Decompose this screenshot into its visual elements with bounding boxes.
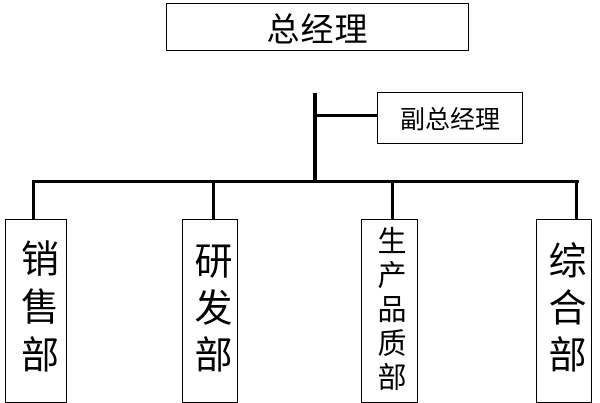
general-manager-label: 总经理	[266, 10, 369, 49]
connector-horizontal-bus	[32, 180, 579, 183]
connector-drop-sales	[32, 180, 35, 220]
general-department-label: 综合部	[542, 240, 586, 382]
production-quality-department-label: 生产品质部	[373, 226, 407, 396]
rd-department-box: 研发部	[182, 219, 238, 403]
production-quality-department-box: 生产品质部	[361, 219, 418, 403]
sales-department-label: 销售部	[14, 239, 59, 383]
rd-department-label: 研发部	[188, 240, 232, 382]
general-department-box: 综合部	[536, 219, 592, 403]
deputy-general-manager-label: 副总经理	[399, 105, 500, 134]
sales-department-box: 销售部	[5, 219, 67, 403]
connector-main-vertical	[313, 93, 317, 183]
general-manager-box: 总经理	[166, 3, 469, 51]
connector-deputy-branch	[313, 114, 377, 117]
connector-drop-production-quality	[391, 180, 394, 220]
connector-drop-rd	[212, 180, 215, 220]
connector-drop-general	[575, 180, 578, 220]
deputy-general-manager-box: 副总经理	[377, 92, 523, 144]
